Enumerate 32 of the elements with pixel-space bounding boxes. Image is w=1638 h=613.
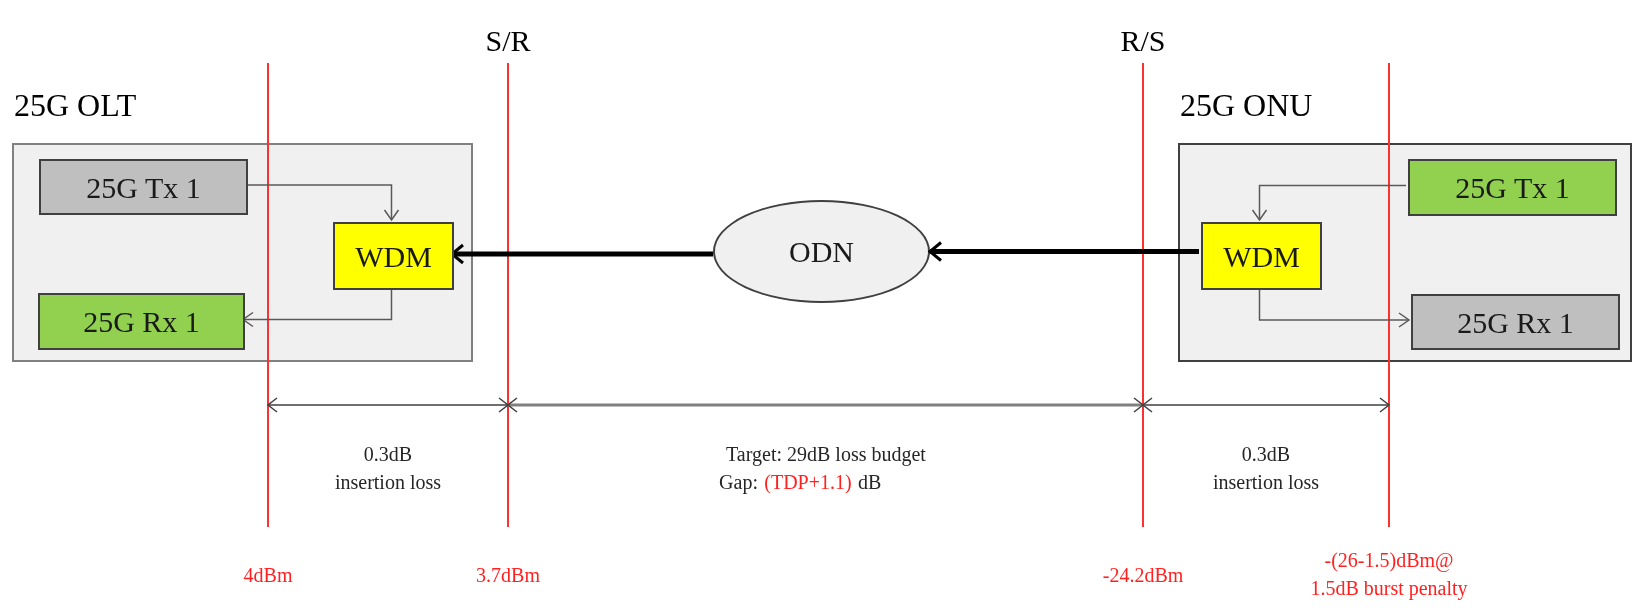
unit-label: dB [858, 470, 883, 495]
arrow [242, 287, 393, 328]
arrow [245, 184, 400, 221]
arrow [928, 241, 1199, 262]
wdm-box [333, 222, 454, 290]
power-level-label: 3.7dBm [475, 563, 541, 588]
node-label: 25G Rx 1 [1457, 304, 1574, 341]
node-label: WDM [355, 238, 432, 275]
transmitter-box [1408, 159, 1617, 216]
loss-label: 0.3dB insertion loss [333, 442, 443, 495]
arrow [1258, 287, 1410, 328]
group-heading: 25G OLT [14, 86, 137, 125]
gap-formula: (TDP+1.1) [763, 470, 853, 495]
wdm-box [1201, 222, 1322, 290]
reference-point-label: R/S [1119, 23, 1167, 59]
receiver-box [38, 293, 245, 350]
arrow [1251, 184, 1407, 221]
power-level-label: -24.2dBm [1101, 563, 1185, 588]
transmitter-box [39, 159, 248, 215]
group-heading: 25G ONU [1180, 86, 1313, 125]
power-level-label: 4dBm [242, 563, 294, 588]
loss-budget-label: Target: 29dB loss budget [725, 442, 927, 468]
loss-label: 0.3dB insertion loss [1211, 442, 1321, 495]
gap-label: Gap: [718, 470, 758, 496]
node-label: 25G Rx 1 [83, 304, 200, 340]
power-level-label: -(26-1.5)dBm@ 1.5dB burst penalty [1309, 548, 1469, 602]
receiver-box [1411, 294, 1620, 350]
reference-point-label: S/R [484, 23, 532, 59]
node-label: 25G Tx 1 [86, 169, 201, 206]
node-label: ODN [789, 234, 854, 270]
node-label: WDM [1223, 238, 1300, 275]
node-label: 25G Tx 1 [1455, 170, 1570, 206]
